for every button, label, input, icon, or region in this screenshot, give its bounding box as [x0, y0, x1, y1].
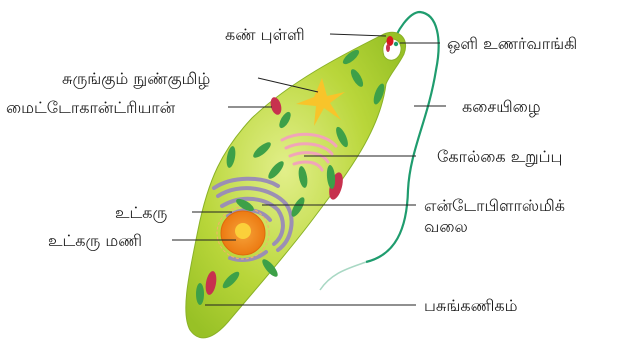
label-golgi: கோல்கை உறுப்பு [437, 147, 562, 167]
label-nucleus: உட்கரு [115, 203, 167, 223]
label-eyespot: கண் புள்ளி [225, 25, 305, 44]
label-photoreceptor: ஒளி உணர்வாங்கி [447, 34, 577, 53]
label-er-line1: என்டோபிளாஸ்மிக் [424, 196, 565, 215]
label-contractile-vacuole: சுருங்கும் நுண்குமிழ் [62, 69, 210, 89]
label-er-line2: வலை [424, 217, 468, 236]
label-chloroplast: பசுங்கணிகம் [424, 296, 518, 315]
flagellum-tail [320, 262, 366, 290]
label-flagellum: கசையிழை [462, 97, 541, 116]
label-nucleolus: உட்கரு மணி [48, 231, 142, 251]
photoreceptor [394, 42, 398, 46]
leader-eyespot [330, 34, 386, 36]
nucleolus [235, 223, 251, 239]
label-mitochondrion: மைட்டோகான்ட்ரியான் [6, 98, 176, 117]
